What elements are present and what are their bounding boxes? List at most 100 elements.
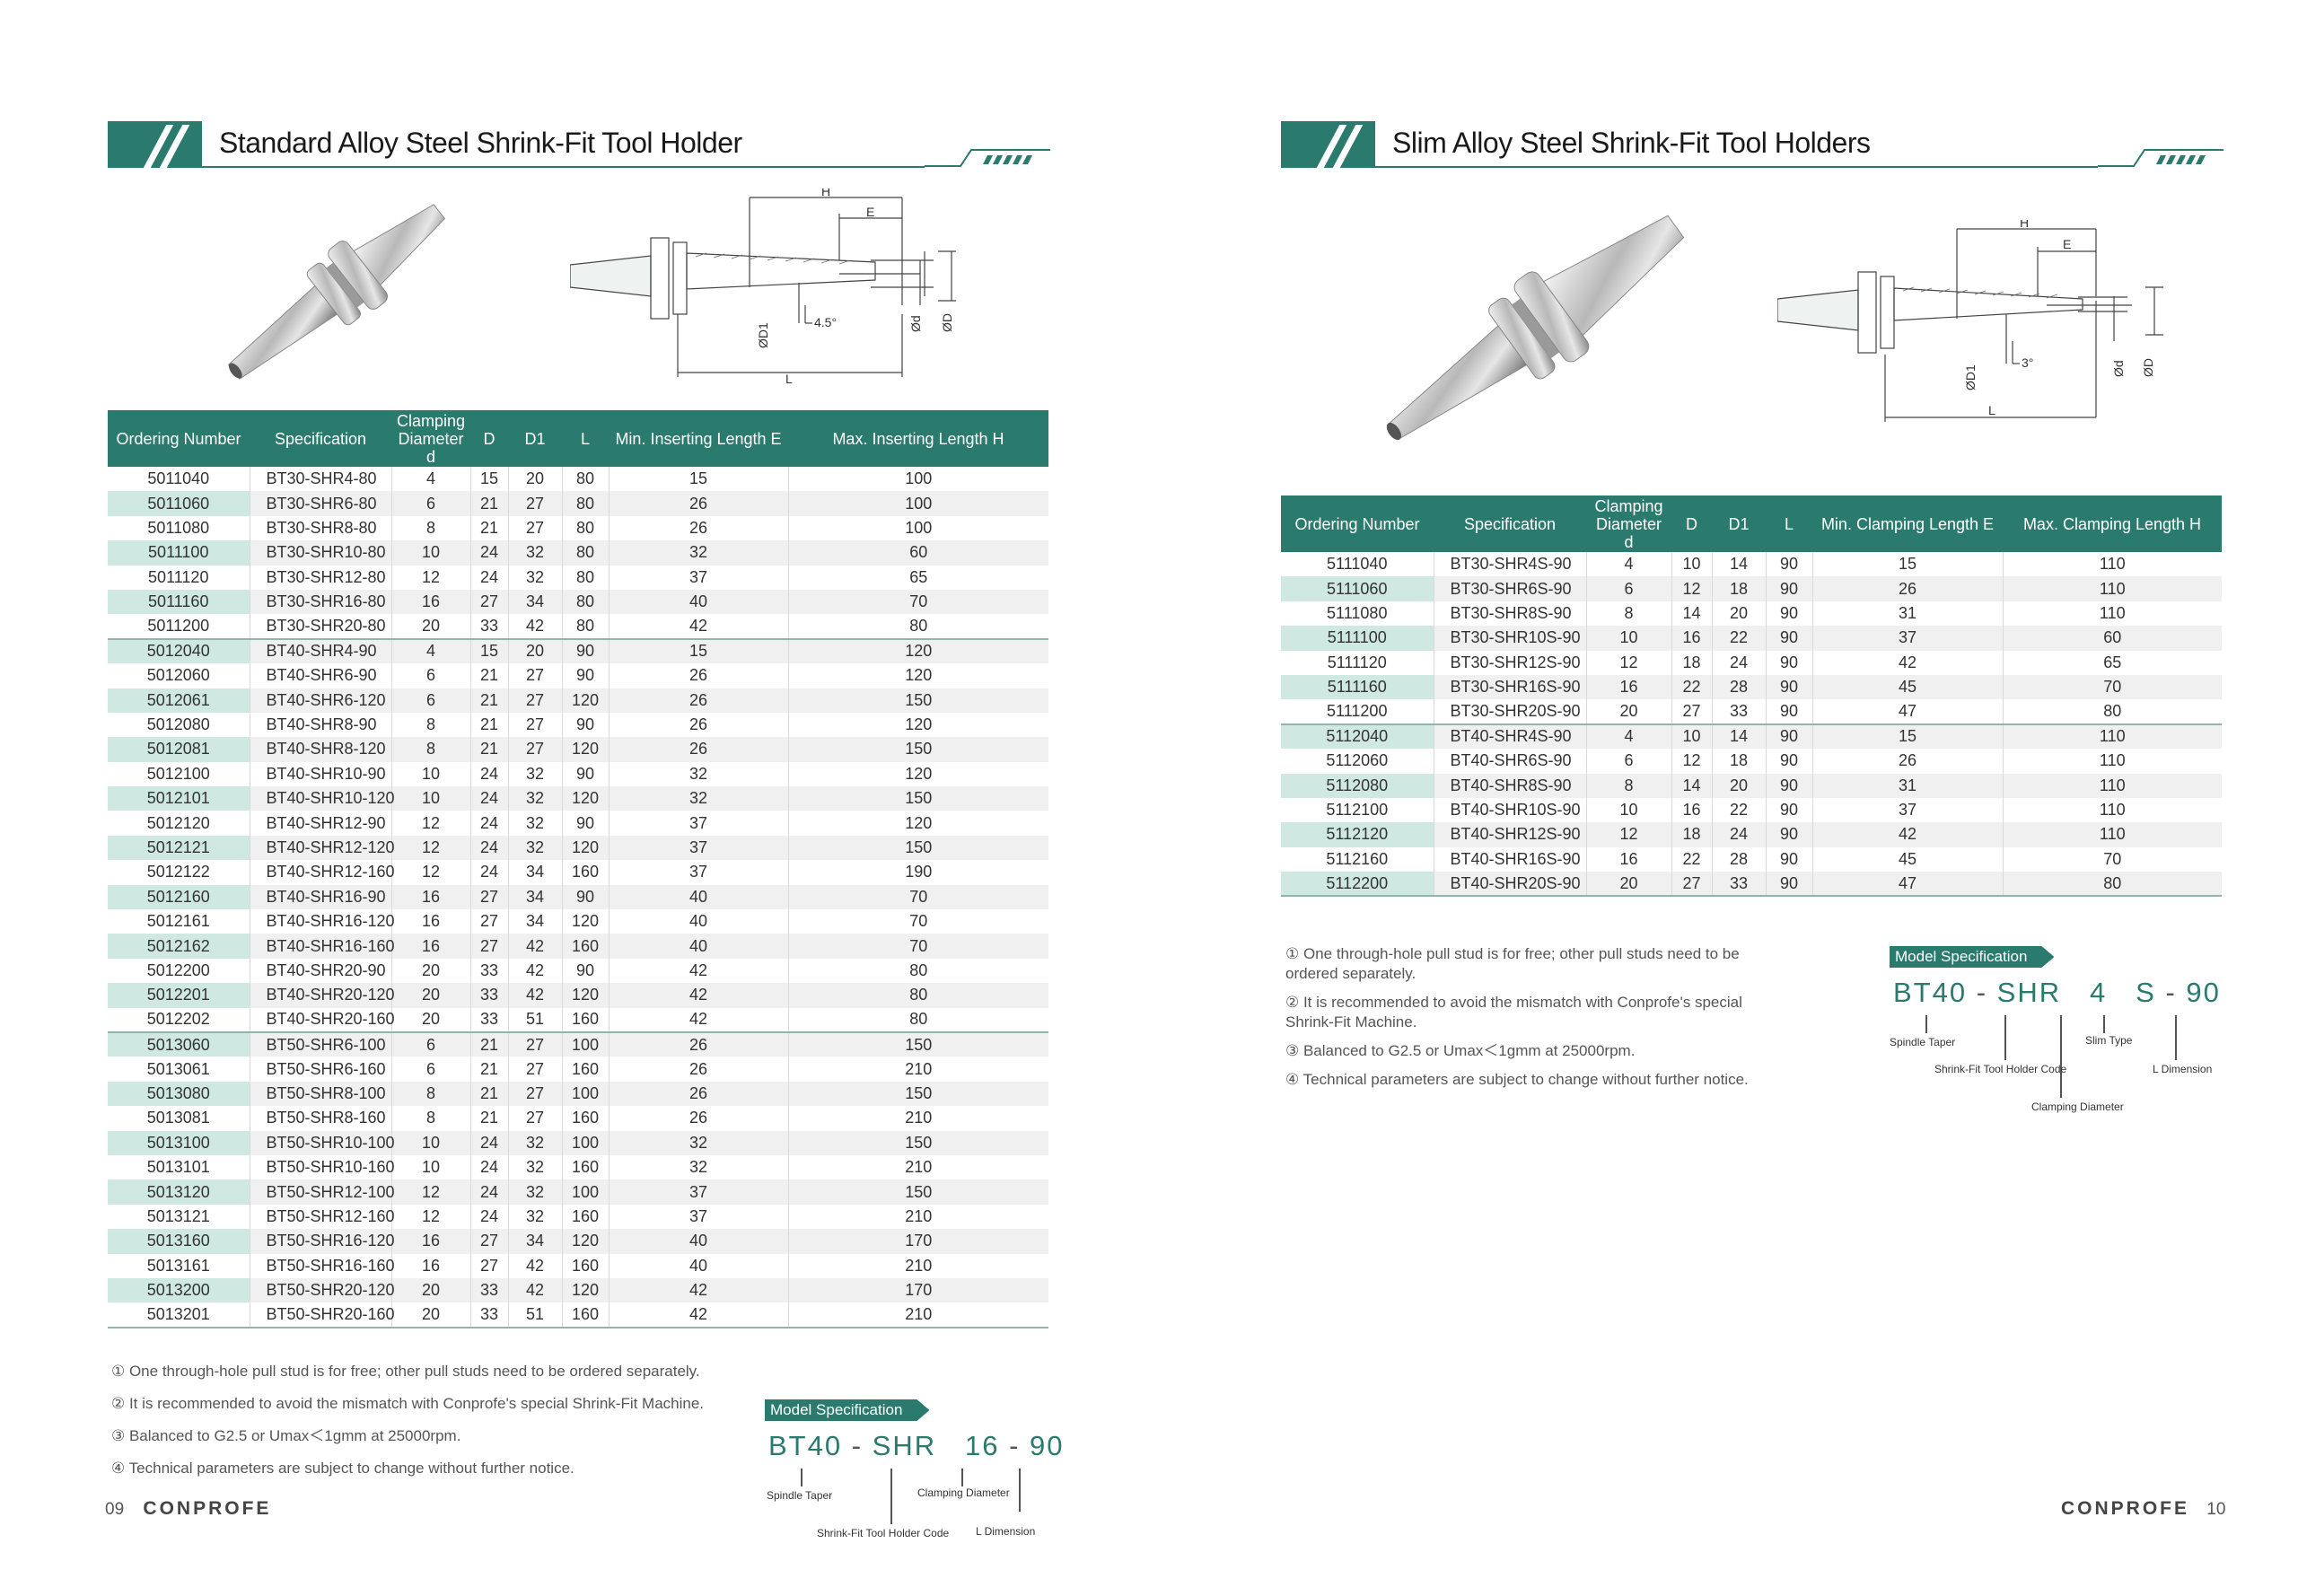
- table-cell: 5013080: [108, 1081, 250, 1107]
- table-cell: 80: [788, 614, 1048, 640]
- table-cell: BT30-SHR8S-90: [1434, 601, 1587, 627]
- table-cell: 5111100: [1281, 626, 1434, 651]
- table-cell: 120: [788, 638, 1048, 664]
- table-cell: BT30-SHR12-80: [250, 565, 392, 590]
- table-cell: BT50-SHR10-160: [250, 1154, 395, 1180]
- table-cell: 51: [508, 1302, 563, 1329]
- dim-d1-label: ØD1: [1963, 364, 1978, 390]
- table-cell: 70: [788, 934, 1048, 959]
- column-header: Clamping Diameter d: [1586, 495, 1671, 552]
- table-cell: 120: [905, 666, 933, 685]
- table-cell: 26: [609, 688, 789, 713]
- column-header: Specification: [1434, 495, 1586, 552]
- table-cell: 150: [788, 1031, 1048, 1057]
- table-cell: 100: [905, 518, 933, 537]
- table-cell: 70: [2003, 674, 2222, 700]
- note: ③ Balanced to G2.5 or Umax＜1gmm at 25000…: [1285, 1042, 1636, 1059]
- table-cell: BT30-SHR8-80: [250, 515, 392, 541]
- table-cell: 24: [1712, 650, 1767, 675]
- table-cell: 80: [2003, 872, 2222, 898]
- table-cell: 32: [508, 1179, 563, 1205]
- table-cell: 12: [1586, 822, 1672, 847]
- table-cell: 120: [562, 737, 610, 762]
- table-cell: BT30-SHR10-80: [250, 540, 392, 566]
- table-cell: 90: [1766, 773, 1813, 798]
- table-cell: BT30-SHR4-80: [250, 467, 392, 492]
- table-cell: 42: [508, 958, 563, 984]
- table-cell: 24: [470, 811, 509, 836]
- table-cell: 24: [470, 860, 509, 885]
- header-decoration: [925, 149, 1050, 167]
- page-footer: 09 CONPROFE: [105, 1498, 271, 1520]
- table-cell: 5013100: [108, 1130, 250, 1155]
- table-cell: 10: [391, 540, 471, 566]
- header-tab: [1281, 121, 1375, 170]
- table-cell: 18: [1712, 749, 1767, 774]
- table-cell: 80: [788, 983, 1048, 1008]
- table-cell: 10: [1586, 797, 1672, 823]
- table-cell: 16: [391, 1229, 471, 1254]
- table-cell: 24: [470, 786, 509, 811]
- table-cell: 26: [1812, 576, 2004, 601]
- column-header: Min. Clamping Length E: [1812, 495, 2003, 552]
- table-cell: BT40-SHR4S-90: [1434, 723, 1587, 750]
- table-cell: 210: [905, 1158, 933, 1177]
- table-cell: 8: [391, 712, 471, 738]
- table-cell: 22: [1671, 846, 1713, 873]
- table-cell: 14: [1671, 773, 1713, 798]
- table-cell: 5013061: [108, 1057, 250, 1082]
- table-cell: 5112160: [1281, 846, 1434, 873]
- table-cell: 70: [788, 589, 1048, 615]
- table-cell: 20: [391, 1302, 471, 1329]
- model-part: SHR: [1996, 977, 2062, 1008]
- table-cell: 5013081: [108, 1106, 250, 1131]
- label-l-dimension: L Dimension: [976, 1525, 1036, 1538]
- table-cell: 10: [391, 1130, 471, 1155]
- table-cell: BT40-SHR12-120: [250, 835, 395, 861]
- table-cell: 120: [905, 715, 933, 734]
- table-cell: 27: [508, 712, 563, 738]
- table-cell: 14: [1712, 723, 1767, 750]
- table-cell: BT30-SHR6S-90: [1434, 576, 1587, 601]
- table-cell: 45: [1812, 846, 2004, 873]
- table-cell: 10: [391, 786, 471, 811]
- table-cell: 210: [905, 1256, 933, 1275]
- table-cell: 31: [1812, 773, 2004, 798]
- table-cell: 28: [1712, 674, 1767, 700]
- table-cell: 10: [1586, 626, 1672, 651]
- table-cell: 21: [470, 737, 509, 762]
- table-cell: 5112100: [1281, 797, 1434, 823]
- table-cell: 21: [470, 1106, 509, 1131]
- table-cell: 80: [562, 565, 610, 590]
- notes: ① One through-hole pull stud is for free…: [1285, 944, 1788, 1102]
- section-title: Slim Alloy Steel Shrink-Fit Tool Holders: [1392, 127, 1871, 159]
- table-cell: 33: [470, 1302, 509, 1329]
- table-cell: 5011080: [108, 515, 250, 541]
- table-cell: 210: [905, 1109, 933, 1127]
- table-cell: 4: [391, 638, 471, 664]
- table-cell: 14: [1671, 601, 1713, 627]
- table-cell: 90: [1766, 674, 1813, 700]
- table-cell: 5013161: [108, 1253, 250, 1278]
- label-slim-type: Slim Type: [2085, 1034, 2133, 1047]
- page-number: 10: [2206, 1500, 2226, 1519]
- note: ③ Balanced to G2.5 or Umax＜1gmm at 25000…: [111, 1427, 461, 1444]
- dim-angle-label: 4.5°: [814, 315, 837, 329]
- label-spindle-taper: Spindle Taper: [1890, 1036, 1956, 1048]
- table-cell: 42: [508, 1277, 563, 1303]
- model-code: BT40 - SHR 16 - 90: [768, 1430, 1065, 1461]
- table-cell: 12: [391, 1204, 471, 1230]
- table-cell: 20: [1712, 601, 1767, 627]
- table-cell: 20: [391, 958, 471, 984]
- table-cell: 33: [470, 614, 509, 640]
- right-page: Slim Alloy Steel Shrink-Fit Tool Holders: [1149, 0, 2298, 1596]
- table-cell: 10: [1671, 552, 1713, 577]
